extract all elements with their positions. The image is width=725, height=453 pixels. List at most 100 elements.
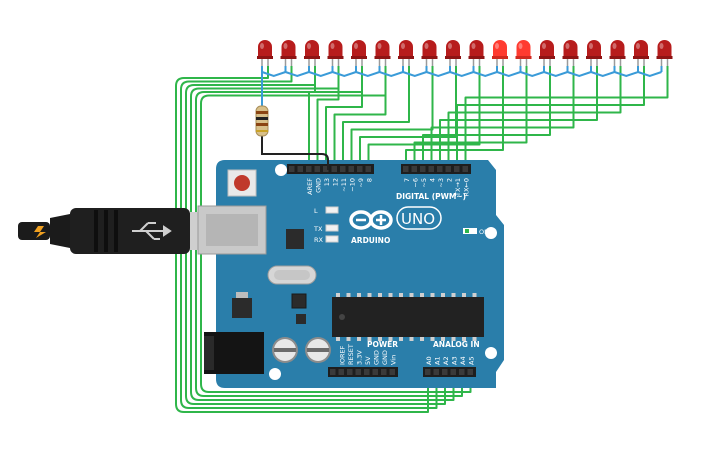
led-signal-wire[interactable] (405, 66, 504, 166)
atmega-microcontroller (332, 293, 484, 341)
uno-model: UNO (401, 210, 435, 228)
voltage-regulator (232, 298, 252, 318)
header-pin[interactable] (420, 166, 426, 172)
pin-label: GND (381, 350, 389, 365)
analog-header-label: ANALOG IN (433, 340, 480, 349)
header-pin[interactable] (411, 166, 418, 172)
pin-headers[interactable] (287, 164, 476, 377)
pin-label: 7 (403, 178, 411, 182)
header-pin[interactable] (459, 369, 465, 375)
small-chip (296, 314, 306, 324)
header-pin[interactable] (442, 369, 448, 375)
header-pin[interactable] (454, 166, 460, 172)
header-pin[interactable] (330, 369, 336, 375)
led[interactable] (656, 40, 673, 66)
header-pin[interactable] (323, 166, 329, 172)
pin-label: ~6 (412, 178, 420, 188)
pin-label: 12 (332, 178, 340, 186)
pin-label: 3.3V (356, 350, 364, 365)
blue-wires[interactable] (261, 66, 663, 78)
led-signal-wire[interactable] (447, 66, 622, 166)
header-pin[interactable] (403, 166, 409, 172)
pin-label: A5 (468, 356, 476, 365)
header-pin[interactable] (450, 369, 457, 375)
reset-button[interactable] (227, 169, 257, 197)
header-pin[interactable] (355, 369, 362, 375)
header-pin[interactable] (357, 166, 363, 172)
header-pin[interactable] (437, 166, 443, 172)
usb-symbol-icon (132, 222, 172, 240)
ground-wire[interactable] (261, 136, 329, 170)
header-pin[interactable] (340, 166, 346, 172)
header-pin[interactable] (348, 166, 355, 172)
power-led (463, 228, 477, 234)
header-pin[interactable] (331, 166, 338, 172)
header-pin[interactable] (389, 369, 396, 375)
led[interactable] (257, 40, 273, 66)
header-pin[interactable] (462, 166, 469, 172)
led-signal-wire[interactable] (464, 66, 669, 166)
resistor[interactable] (255, 72, 269, 137)
pin-label: TX→1 (454, 178, 462, 197)
led[interactable] (280, 40, 297, 66)
led[interactable] (562, 40, 579, 66)
led[interactable] (515, 40, 532, 66)
header-pin[interactable] (445, 166, 452, 172)
led-array[interactable] (257, 40, 673, 66)
pin-label: ~9 (357, 178, 365, 188)
led[interactable] (445, 40, 461, 66)
led-signal-wire[interactable] (359, 66, 457, 166)
pin-label: ~3 (437, 178, 445, 188)
header-pin[interactable] (428, 166, 435, 172)
pin-label: A0 (425, 356, 433, 365)
header-pin[interactable] (338, 369, 345, 375)
pin-label: IOREF (339, 345, 347, 365)
pin-label: A4 (459, 356, 467, 365)
header-pin[interactable] (365, 166, 372, 172)
header-pin[interactable] (372, 369, 379, 375)
header-pin[interactable] (433, 369, 440, 375)
header-pin[interactable] (381, 369, 387, 375)
led[interactable] (609, 40, 626, 66)
cathode-bus-wire[interactable] (261, 66, 663, 78)
led[interactable] (421, 40, 438, 66)
led[interactable] (327, 40, 344, 66)
led-signal-wire[interactable] (439, 66, 598, 166)
pin-label: A3 (451, 356, 459, 365)
dc-power-jack (204, 332, 264, 374)
led[interactable] (374, 40, 391, 66)
led[interactable] (492, 40, 508, 66)
led[interactable] (468, 40, 485, 66)
small-chip (291, 293, 307, 309)
board-led-label: TX (313, 225, 323, 233)
header-pin[interactable] (347, 369, 353, 375)
led[interactable] (633, 40, 649, 66)
pin-label: AREF (306, 178, 314, 195)
led[interactable] (398, 40, 414, 66)
usb-cable[interactable] (18, 208, 210, 254)
board-led (325, 235, 339, 243)
power-header-label: POWER (367, 340, 398, 349)
header-pin[interactable] (297, 166, 304, 172)
led-signal-wire[interactable] (456, 66, 645, 166)
header-pin[interactable] (467, 369, 474, 375)
crystal-oscillator (267, 265, 317, 285)
led-signal-wire[interactable] (350, 66, 434, 166)
led[interactable] (586, 40, 602, 66)
mounting-hole (485, 347, 497, 359)
header-pin[interactable] (289, 166, 295, 172)
led[interactable] (304, 40, 320, 66)
led-signal-wire[interactable] (422, 66, 551, 166)
arduino-logo-icon (349, 210, 393, 230)
led[interactable] (351, 40, 367, 66)
header-pin[interactable] (425, 369, 431, 375)
led-signal-wire[interactable] (342, 66, 410, 166)
header-pin[interactable] (314, 166, 321, 172)
header-pin[interactable] (364, 369, 370, 375)
pin-label: 8 (366, 178, 374, 182)
header-pin[interactable] (306, 166, 312, 172)
led[interactable] (539, 40, 555, 66)
